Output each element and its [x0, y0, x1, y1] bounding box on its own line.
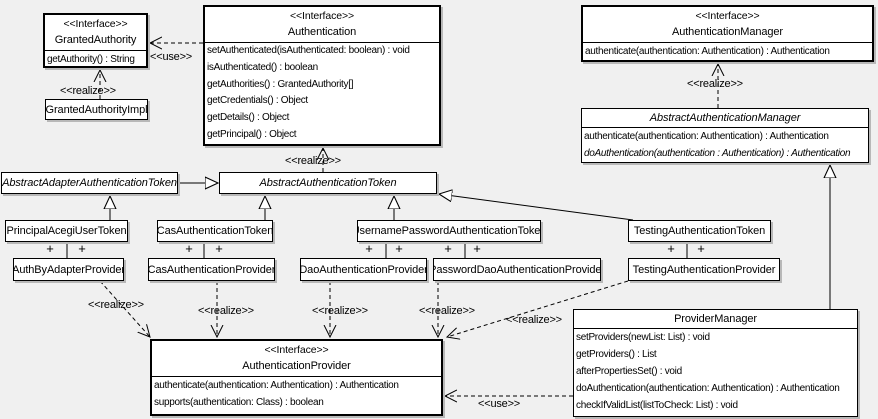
- association-plus: +: [444, 241, 452, 256]
- method-label: setProviders(newList: List) : void: [576, 332, 710, 343]
- association-plus: +: [473, 241, 481, 256]
- association-plus: +: [365, 241, 373, 256]
- class-name: ProviderManager: [674, 313, 757, 325]
- edge-label-realize: <<realize>>: [285, 155, 341, 167]
- edge-label-realize: <<realize>>: [198, 305, 254, 317]
- association-plus: +: [215, 241, 223, 256]
- class-box-principal-acegi-user-token: PrincipalAcegiUserToken: [5, 220, 128, 242]
- method-label: supports(authentication: Class) : boolea…: [154, 397, 324, 408]
- class-name: PasswordDaoAuthenticationProvider: [433, 263, 601, 276]
- class-name: AbstractAdapterAuthenticationToken: [2, 177, 177, 189]
- method-label: getAuthority() : String: [47, 54, 135, 65]
- method-label: getCredentials() : Object: [207, 95, 308, 107]
- class-name: DaoAuthenticationProvider: [300, 263, 427, 276]
- class-header: <<Interface>> AuthenticationManager: [583, 7, 872, 43]
- class-box-cas-authentication-provider: CasAuthenticationProvider: [148, 258, 275, 281]
- method-label: checkIfValidList(listToCheck: List) : vo…: [576, 400, 738, 411]
- class-name: PrincipalAcegiUserToken: [6, 225, 127, 237]
- edge-label-realize: <<realize>>: [687, 78, 743, 90]
- stereotype-label: <<Interface>>: [264, 344, 329, 356]
- class-box-abstract-authentication-token: AbstractAuthenticationToken: [219, 172, 437, 194]
- edge-realize-testing-provider: [447, 280, 629, 337]
- method-label: getPrincipal() : Object: [207, 128, 297, 140]
- association-plus: +: [697, 241, 705, 256]
- method-label: authenticate(authentication: Authenticat…: [585, 46, 830, 57]
- association-plus: +: [46, 241, 54, 256]
- class-box-abstract-authentication-manager: AbstractAuthenticationManager authentica…: [581, 108, 869, 163]
- method-label: doAuthentication(authentication: Authent…: [576, 383, 840, 394]
- association-plus: +: [667, 241, 675, 256]
- association-plus: +: [395, 241, 403, 256]
- edge-label-use: <<use>>: [150, 51, 193, 63]
- class-name: TestingAuthenticationToken: [633, 225, 766, 237]
- edge-label-realize: <<realize>>: [312, 305, 368, 317]
- edge-realize-auth-by-adapter-provider: [99, 280, 150, 337]
- method-label: getDetails() : Object: [207, 112, 290, 124]
- class-name: Authentication: [287, 26, 357, 38]
- class-box-granted-authority-impl: GrantedAuthorityImpl: [45, 99, 148, 120]
- class-box-testing-authentication-token: TestingAuthenticationToken: [628, 220, 771, 242]
- stereotype-label: <<Interface>>: [63, 18, 128, 30]
- class-box-provider-manager: ProviderManager setProviders(newList: Li…: [573, 309, 858, 417]
- class-name: TestingAuthenticationProvider: [632, 263, 776, 276]
- method-label: authenticate(authentication: Authenticat…: [154, 380, 399, 391]
- class-header: <<Interface>> GrantedAuthority: [45, 15, 146, 51]
- class-name: GrantedAuthorityImpl: [45, 103, 148, 116]
- class-header: <<Interface>> AuthenticationProvider: [152, 341, 441, 377]
- edge-label-realize: <<realize>>: [419, 305, 475, 317]
- method-label: setAuthenticated(isAuthenticated: boolea…: [207, 45, 410, 56]
- edge-label-realize: <<realize>>: [88, 299, 144, 311]
- class-box-password-dao-authentication-provider: PasswordDaoAuthenticationProvider: [433, 258, 601, 281]
- association-plus: +: [78, 241, 86, 256]
- class-box-authentication: <<Interface>> Authentication setAuthenti…: [203, 5, 441, 146]
- edge-label-realize: <<realize>>: [506, 314, 562, 326]
- method-label: getAuthorities() : GrantedAuthority[]: [207, 78, 354, 90]
- method-label: isAuthenticated() : boolean: [207, 61, 318, 73]
- class-name: AuthenticationProvider: [242, 360, 351, 372]
- class-header: <<Interface>> Authentication: [205, 7, 439, 43]
- class-header: AbstractAuthenticationManager: [582, 109, 868, 128]
- method-label: afterPropertiesSet() : void: [576, 366, 682, 377]
- class-box-granted-authority: <<Interface>> GrantedAuthority getAuthor…: [43, 13, 148, 68]
- class-name: UsernamePasswordAuthenticationToken: [357, 225, 541, 237]
- class-box-auth-by-adapter-provider: AuthByAdapterProvider: [13, 258, 124, 281]
- class-name: CasAuthenticationToken: [157, 225, 273, 237]
- stereotype-label: <<Interface>>: [289, 10, 355, 22]
- class-name: CasAuthenticationProvider: [148, 263, 275, 276]
- class-box-dao-authentication-provider: DaoAuthenticationProvider: [300, 258, 427, 281]
- class-box-username-password-authentication-token: UsernamePasswordAuthenticationToken: [357, 220, 541, 242]
- edge-gen-testing-token-to-abstract-token: [439, 194, 634, 221]
- class-box-testing-authentication-provider: TestingAuthenticationProvider: [628, 258, 780, 281]
- class-name: AbstractAuthenticationToken: [259, 177, 397, 189]
- edge-label-use: <<use>>: [478, 398, 521, 410]
- stereotype-label: <<Interface>>: [695, 10, 760, 22]
- class-header: ProviderManager: [574, 310, 857, 329]
- association-plus: +: [185, 241, 193, 256]
- method-label: authenticate(authentication: Authenticat…: [584, 131, 829, 142]
- edge-label-realize: <<realize>>: [60, 85, 116, 97]
- class-box-authentication-manager: <<Interface>> AuthenticationManager auth…: [581, 5, 874, 62]
- class-name: AuthenticationManager: [671, 26, 784, 38]
- class-box-authentication-provider: <<Interface>> AuthenticationProvider aut…: [150, 339, 443, 416]
- class-name: AuthByAdapterProvider: [13, 263, 124, 276]
- method-label: doAuthentication(authentication : Authen…: [584, 148, 851, 159]
- class-box-cas-authentication-token: CasAuthenticationToken: [157, 220, 273, 242]
- method-label: getProviders() : List: [576, 349, 657, 360]
- class-name: AbstractAuthenticationManager: [649, 112, 801, 124]
- class-box-abstract-adapter-authentication-token: AbstractAdapterAuthenticationToken: [1, 172, 178, 194]
- class-name: GrantedAuthority: [54, 34, 137, 46]
